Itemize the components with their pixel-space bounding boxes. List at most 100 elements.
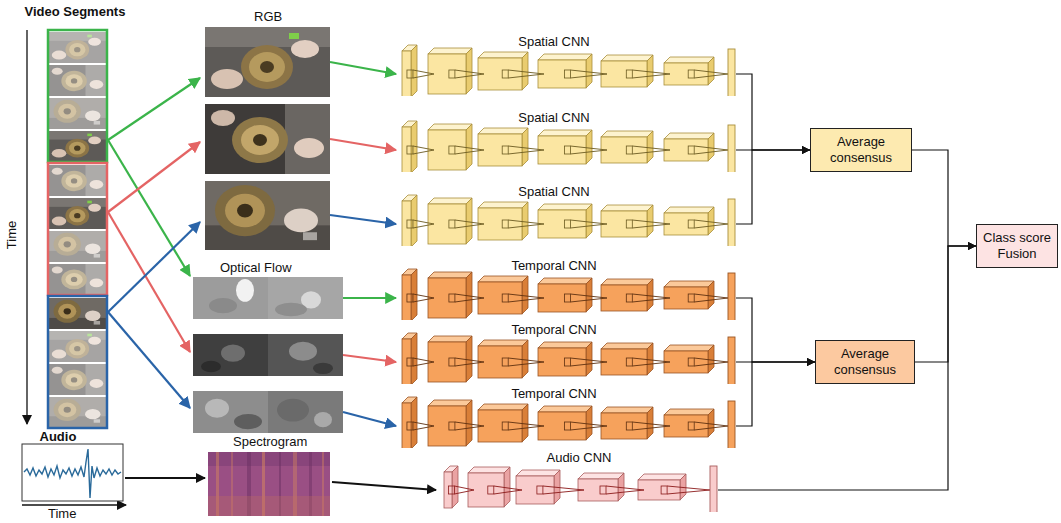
connector-arrow	[718, 246, 976, 490]
cnn-layer	[664, 281, 714, 309]
kernel-projection	[502, 422, 544, 430]
kernel	[449, 358, 455, 366]
kernel	[502, 70, 508, 78]
layer-side	[708, 207, 714, 235]
cnn-layer	[538, 342, 592, 376]
segment-border	[48, 296, 107, 428]
kernel	[449, 422, 455, 430]
audio-waveform	[22, 444, 123, 501]
spectrogram-image	[208, 496, 330, 516]
kernel-projection	[661, 486, 710, 494]
kernel-projection	[449, 294, 484, 302]
connector-arrow	[736, 150, 810, 224]
layer-top	[601, 131, 653, 137]
layer-top	[478, 276, 528, 282]
cnn-layer	[538, 204, 592, 238]
consensus-box: Average consensus	[810, 128, 912, 172]
kernel	[407, 294, 413, 302]
layer-front	[478, 134, 522, 166]
layer-side	[647, 205, 653, 237]
connector-arrow	[912, 150, 976, 246]
layer-side	[522, 52, 528, 90]
layer-top	[601, 55, 653, 61]
stream-label: Spectrogram	[233, 434, 307, 450]
connector-arrow	[915, 246, 976, 362]
kernel	[564, 294, 570, 302]
layer-side	[708, 133, 714, 161]
segment-arrow	[108, 142, 200, 212]
layer-side	[708, 409, 714, 437]
audio-arrow	[332, 482, 436, 490]
kernel-line	[508, 358, 544, 366]
layer-front	[538, 210, 586, 238]
time-axis	[26, 30, 27, 424]
layer-top	[478, 52, 528, 58]
kernel-projection	[564, 422, 607, 430]
layer-top	[428, 48, 472, 54]
layer-side	[466, 198, 472, 244]
kernel-projection	[502, 146, 544, 154]
kernel-projection	[564, 358, 607, 366]
kernel-line	[570, 422, 607, 430]
layer-top	[538, 278, 592, 284]
layer-front	[664, 63, 708, 85]
rgb-image	[205, 104, 330, 174]
segment-arrow	[108, 140, 190, 276]
cnn-layer	[538, 278, 592, 312]
layer-front	[538, 136, 586, 164]
frame-fade	[49, 231, 106, 294]
layer-front	[478, 208, 522, 240]
kernel-line	[694, 422, 728, 430]
kernel-projection	[626, 422, 670, 430]
layer-top	[538, 54, 592, 60]
segment-arrow	[108, 212, 190, 352]
kernel-line	[454, 486, 474, 494]
audio-waveform	[22, 444, 123, 501]
output-layer	[728, 273, 735, 320]
kernel-line	[455, 422, 484, 430]
layer-front	[538, 348, 586, 376]
layer-side	[522, 404, 528, 442]
layer-front	[402, 403, 411, 448]
layer-top	[516, 470, 560, 476]
layer-top	[664, 281, 714, 287]
temporal-cnn: Temporal CNN	[398, 322, 736, 384]
kernel	[688, 358, 694, 366]
kernel	[688, 70, 694, 78]
kernel-line	[455, 294, 484, 302]
kernel	[407, 422, 413, 430]
layer-top	[601, 407, 653, 413]
segment-arrow	[108, 222, 200, 312]
audio-arrow	[125, 478, 436, 490]
kernel-line	[632, 146, 670, 154]
kernel-projection	[448, 486, 474, 494]
kernel-line	[632, 294, 670, 302]
layer-top	[664, 133, 714, 139]
layer-side	[647, 407, 653, 439]
layer-front	[478, 58, 522, 90]
kernel-line	[508, 146, 544, 154]
layer-top	[578, 473, 624, 479]
cnn-layer	[664, 345, 714, 373]
kernel	[502, 146, 508, 154]
layer-side	[586, 278, 592, 312]
layer-side	[586, 130, 592, 164]
layer-front	[601, 413, 647, 439]
kernel	[564, 422, 570, 430]
kernel-line	[413, 294, 434, 302]
segment-arrow	[343, 297, 396, 299]
layer-top	[664, 207, 714, 213]
layer-top	[428, 198, 472, 204]
layer-front	[402, 275, 411, 320]
kernel-line	[570, 294, 607, 302]
layer-top	[428, 336, 472, 342]
segment-arrow	[108, 78, 200, 140]
layer-front	[664, 139, 708, 161]
layer-side	[522, 128, 528, 166]
kernel-line	[694, 358, 728, 366]
layer-top	[428, 124, 472, 130]
layer-front	[538, 60, 586, 88]
output-layer	[728, 125, 735, 172]
layer-side	[647, 131, 653, 163]
